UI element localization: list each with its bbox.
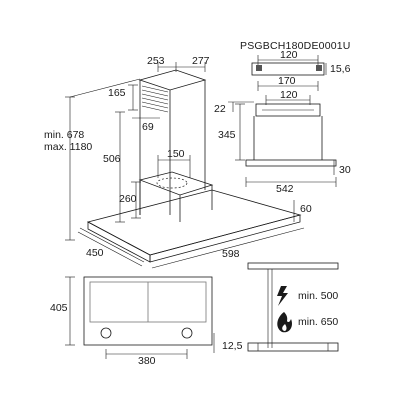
dim-22-label: 22 [214,103,226,115]
electric-hob-icon [277,286,288,306]
dim-260-label: 260 [119,193,137,205]
dim-170-label: 170 [278,75,296,87]
dim-15-6-label: 15,6 [330,63,351,75]
dim-120-top-label: 120 [280,49,298,61]
hood-bottom-edge [247,262,339,270]
dim-598-label: 598 [222,248,240,260]
chimney-top [138,69,207,91]
underside-outline [83,276,213,346]
light-left-icon [100,327,112,339]
dim-542-label: 542 [276,183,294,195]
dim-165: 165 [108,84,138,111]
min500-label: min. 500 [298,290,338,302]
dim-120-mid-label: 120 [280,89,298,101]
dim-405-label: 405 [50,302,68,314]
min650-label: min. 650 [298,316,338,328]
dim-380-label: 380 [138,355,156,367]
mount-bracket-view: PSGBCH180DE0001U 120 15,6 170 120 22 [214,40,351,195]
dim-12-5-label: 12,5 [222,340,243,352]
gas-hob-icon [277,312,292,333]
hood-perspective [86,69,302,263]
light-right-icon [181,327,193,339]
dim-150-label: 150 [167,148,185,160]
dim-450-label: 450 [86,247,104,259]
hob-surface [247,342,339,352]
dim-max1180-label: max. 1180 [44,141,92,153]
dim-345-label: 345 [218,129,236,141]
canopy-side-view [245,159,337,167]
dim-277-label: 277 [192,55,210,67]
dim-60: 60 [293,200,312,222]
dim-min678-label: min. 678 [44,129,84,141]
dim-150: 150 [157,148,191,178]
motor-housing [255,103,321,117]
outlet-circle [156,177,188,189]
canopy-side [149,214,301,263]
dim-chimney-width: 253 277 [147,55,210,72]
dim-69: 69 [132,117,160,133]
dim-506-label: 506 [103,153,121,165]
dim-60-label: 60 [300,203,312,215]
dim-253-label: 253 [147,55,165,67]
model-code: PSGBCH180DE0001U [240,40,351,52]
dim-506: 506 [103,111,125,223]
dim-598: 598 [151,227,305,269]
dim-165-label: 165 [108,87,126,99]
bracket-plate [251,62,325,76]
underside-view: 405 380 12,5 [50,276,243,367]
dim-30-label: 30 [339,164,351,176]
dim-69-label: 69 [142,121,154,133]
dim-450: 450 [77,227,145,267]
dim-260: 260 [119,181,141,219]
chimney-block-top [138,171,214,196]
dim-overall-height: min. 678 max. 1180 [44,78,141,241]
installation-distance: min. 500 min. 650 [247,262,339,352]
vent-grille [141,85,169,113]
